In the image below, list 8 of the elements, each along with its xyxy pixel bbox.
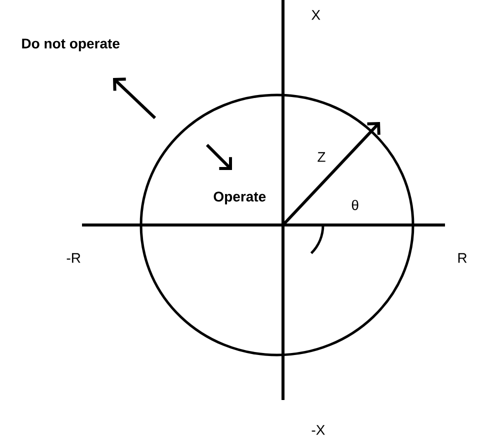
axis-label: -X — [312, 425, 325, 435]
region-label: Do not operate — [22, 38, 120, 52]
region-label: Operate — [214, 192, 266, 204]
axis-label: -R — [66, 253, 80, 263]
axis-label: X — [312, 10, 320, 20]
axis-label: R — [458, 253, 467, 263]
angle-label: θ — [352, 200, 358, 210]
axis-label: Z — [318, 152, 326, 162]
